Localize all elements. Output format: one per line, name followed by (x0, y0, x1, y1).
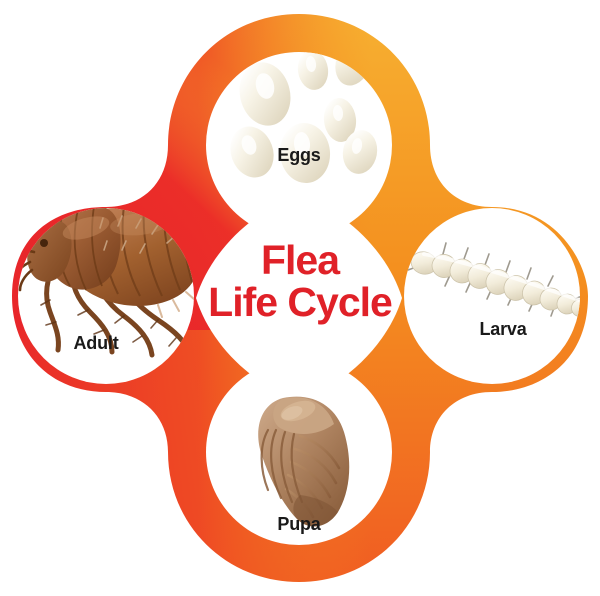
flea-larva-illustration (405, 242, 580, 317)
stage-eggs[interactable] (223, 36, 380, 186)
stage-larva[interactable] (405, 242, 591, 319)
flea-pupa-illustration (258, 396, 350, 527)
stage-pupa[interactable] (258, 396, 350, 527)
flea-eggs-illustration (230, 52, 378, 183)
